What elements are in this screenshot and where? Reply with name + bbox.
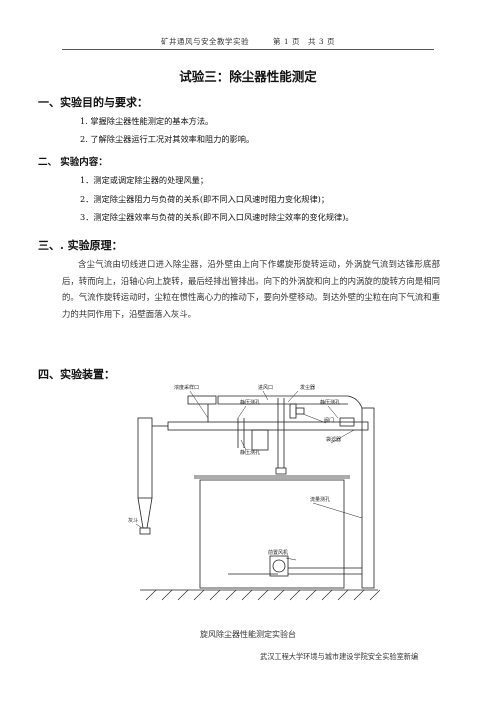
principle-paragraph: 含尘气流由切线进口进入除尘器，沿外壁由上向下作螺旋形旋转运动，外涡旋气流到达锥形… <box>62 259 440 319</box>
document-title: 试验三：除尘器性能测定 <box>179 69 317 84</box>
figure-caption: 旋风除尘器性能测定实验台 <box>200 630 296 639</box>
cyclone-body <box>137 417 153 499</box>
section-2-heading: 二、 实验内容： <box>38 157 108 168</box>
label-feeder: 发尘器 <box>300 384 315 391</box>
label-valve: 阀门 <box>324 417 334 424</box>
label-static-holes-3: 静压测孔 <box>240 449 260 456</box>
fan-impeller-icon <box>272 559 286 573</box>
section-2-item-1: 1．测定或调定除尘器的处理风量； <box>80 175 209 185</box>
label-sampling-port: 浓度采样口 <box>174 384 199 391</box>
label-static-holes-1: 静压测孔 <box>240 399 260 406</box>
section-1-heading: 一、实验目的与要求： <box>38 96 148 109</box>
ground-hatching <box>145 589 381 601</box>
page-footer: 武汉工程大学环境与城市建设学院安全实验室新编 <box>260 652 419 661</box>
section-3-heading: 三、. 实验原理： <box>38 239 123 252</box>
label-static-holes-2: 静压测孔 <box>320 399 340 406</box>
section-2-item-3: 3．测定除尘器效率与负荷的关系(即不同入口风速时除尘效率的变化规律)。 <box>80 212 354 222</box>
label-flowmeter: 流量测孔 <box>310 496 330 503</box>
header-rule <box>62 49 434 50</box>
page-header: 矿井通风与安全教学实验 第 1 页 共 3 页 <box>160 37 336 46</box>
section-1-item-2: 2. 了解除尘器运行工况对其效率和阻力的影响。 <box>80 134 255 144</box>
label-inlet: 进风口 <box>258 384 273 391</box>
fan-housing <box>269 555 289 577</box>
label-bag-filter: 袋滤器 <box>326 436 341 443</box>
return-duct <box>361 407 375 589</box>
section-1-item-1: 1. 掌握除尘器性能测定的基本方法。 <box>80 116 214 126</box>
leader-lines <box>135 390 363 561</box>
test-bench-frame <box>199 479 345 589</box>
apparatus-diagram: 浓度采样口 进风口 发尘器 静压测孔 静压测孔 阀门 静压测孔 袋滤器 流量测孔… <box>128 384 381 601</box>
section-2-item-2: 2．测定除尘器阻力与负荷的关系(即不同入口风速时阻力变化规律)； <box>80 194 330 204</box>
label-dust-box: 灰斗 <box>128 517 138 524</box>
section-4-heading: 四、实验装置： <box>38 368 115 381</box>
label-fan: 前置风机 <box>268 549 288 556</box>
